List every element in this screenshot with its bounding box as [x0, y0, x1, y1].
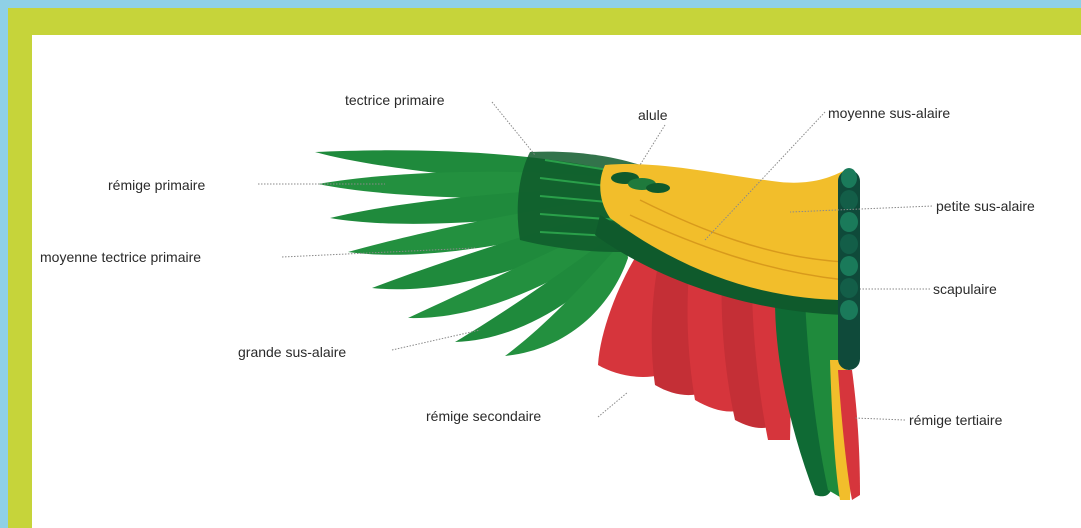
label-scapulaire: scapulaire	[933, 281, 997, 297]
bird-wing-illustration	[315, 150, 860, 500]
label-remige-tertiaire: rémige tertiaire	[909, 412, 1003, 428]
label-petite-sus-alaire: petite sus-alaire	[936, 198, 1035, 214]
label-tectrice-primaire: tectrice primaire	[345, 92, 445, 108]
label-remige-primaire: rémige primaire	[108, 177, 205, 193]
label-grande-sus-alaire: grande sus-alaire	[238, 344, 346, 360]
label-moyenne-sus-alaire: moyenne sus-alaire	[828, 105, 950, 121]
label-remige-secondaire: rémige secondaire	[426, 408, 541, 424]
label-moyenne-tectrice-primaire: moyenne tectrice primaire	[40, 249, 201, 265]
label-alule: alule	[638, 107, 668, 123]
scapular-column	[838, 168, 860, 370]
